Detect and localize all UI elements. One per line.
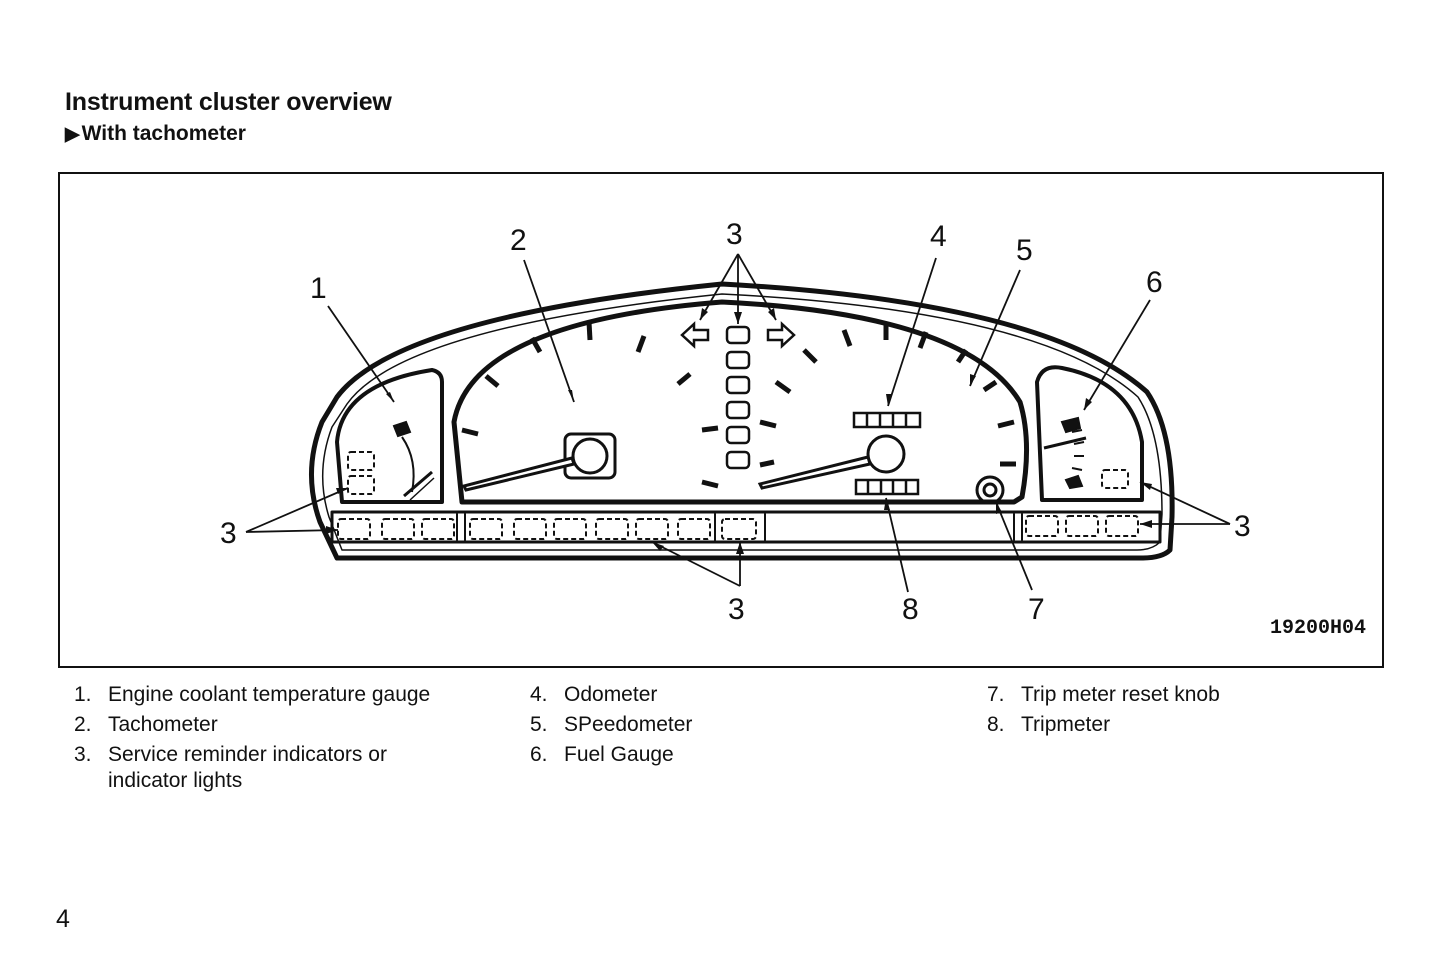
legend-item: 3.Service reminder indicators or indicat… xyxy=(74,743,387,792)
legend-item: 4.Odometer xyxy=(530,683,658,706)
speedometer-needle xyxy=(757,455,872,490)
callout-3-bottom: 3 xyxy=(728,593,745,626)
fuel-gauge-scale xyxy=(1043,416,1087,490)
tripmeter-display xyxy=(854,478,920,496)
legend-item: 7.Trip meter reset knob xyxy=(987,683,1220,706)
callout-4: 4 xyxy=(930,220,947,253)
instrument-cluster-illustration: 1 2 3 4 5 6 3 3 8 7 3 xyxy=(220,218,1251,626)
callout-leader-lines xyxy=(245,253,1231,593)
section-subtitle: ▶With tachometer xyxy=(65,122,246,146)
legend-item: 5.SPeedometer xyxy=(530,713,693,736)
callout-8: 8 xyxy=(902,593,919,626)
callout-3-left: 3 xyxy=(220,517,237,550)
tachometer-needle xyxy=(461,456,576,492)
center-indicator-column xyxy=(680,321,796,470)
speedometer-ticks xyxy=(759,322,1016,468)
tachometer-hub xyxy=(461,432,617,492)
callout-6: 6 xyxy=(1146,266,1163,299)
main-gauge-window xyxy=(451,299,1029,505)
odometer-display xyxy=(852,411,922,429)
indicator-lights xyxy=(337,451,1139,540)
instrument-cluster-figure: 1 2 3 4 5 6 3 3 8 7 3 19200H04 xyxy=(58,172,1384,668)
legend-column-2: 4.Odometer 5.SPeedometer 6.Fuel Gauge xyxy=(513,680,924,770)
legend-item: 6.Fuel Gauge xyxy=(530,743,674,766)
coolant-gauge-window xyxy=(335,368,444,504)
legend-item: 1.Engine coolant temperature gauge xyxy=(74,683,431,706)
callout-3-right: 3 xyxy=(1234,510,1251,543)
legend-column-1: 1.Engine coolant temperature gauge 2.Tac… xyxy=(57,680,468,794)
callout-5: 5 xyxy=(1016,234,1033,267)
callout-2: 2 xyxy=(510,224,527,257)
triangle-marker-icon: ▶ xyxy=(65,124,80,145)
coolant-gauge-scale xyxy=(392,420,435,501)
callout-1: 1 xyxy=(310,272,327,305)
callout-numbers: 1 2 3 4 5 6 3 3 8 7 3 xyxy=(220,218,1251,626)
indicator-strip xyxy=(330,510,1162,544)
trip-reset-knob-icon xyxy=(975,475,1005,505)
page-title: Instrument cluster overview xyxy=(65,88,392,116)
callout-3-top: 3 xyxy=(726,218,743,251)
cluster-housing-inner xyxy=(322,293,1163,551)
turn-left-arrow-icon xyxy=(680,321,710,349)
legend-item: 2.Tachometer xyxy=(74,713,218,736)
cluster-housing xyxy=(308,281,1175,561)
legend-column-3: 7.Trip meter reset knob 8.Tripmeter xyxy=(970,680,1381,740)
speedometer-hub xyxy=(757,434,906,490)
page-number: 4 xyxy=(56,905,70,933)
fuel-gauge-window xyxy=(1035,365,1144,502)
callout-arrowheads xyxy=(326,308,1152,554)
figure-code: 19200H04 xyxy=(1269,617,1366,640)
legend-item: 8.Tripmeter xyxy=(987,713,1111,736)
turn-right-arrow-icon xyxy=(766,321,796,349)
subtitle-text: With tachometer xyxy=(81,122,246,145)
tachometer-ticks xyxy=(461,321,719,489)
callout-7: 7 xyxy=(1028,593,1045,626)
